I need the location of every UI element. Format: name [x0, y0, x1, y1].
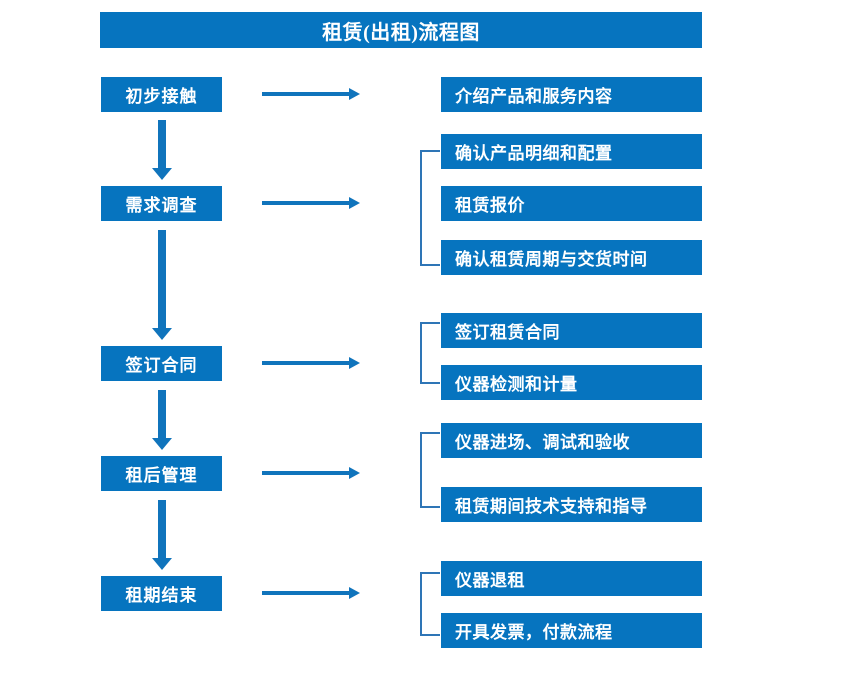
- right-arrow-1-head: [349, 88, 360, 100]
- chart-title: 租赁(出租)流程图: [100, 12, 702, 48]
- stage-box-1[interactable]: 初步接触: [101, 77, 222, 112]
- down-arrow-4: [152, 500, 172, 570]
- group-bracket-2: [420, 150, 440, 266]
- right-arrow-5-shaft: [262, 591, 350, 595]
- down-arrow-4-head: [152, 558, 172, 570]
- detail-box-2[interactable]: 确认产品明细和配置: [441, 134, 702, 169]
- down-arrow-3-shaft: [158, 390, 166, 438]
- right-arrow-3-shaft: [262, 361, 350, 365]
- right-arrow-2-shaft: [262, 201, 350, 205]
- right-arrow-5-head: [349, 587, 360, 599]
- group-bracket-4: [420, 432, 440, 508]
- stage-box-5[interactable]: 租期结束: [101, 576, 222, 611]
- right-arrow-4-head: [349, 467, 360, 479]
- right-arrow-4: [262, 466, 360, 480]
- down-arrow-3: [152, 390, 172, 450]
- group-bracket-3: [420, 322, 440, 384]
- right-arrow-5: [262, 586, 360, 600]
- detail-box-6[interactable]: 仪器检测和计量: [441, 365, 702, 400]
- right-arrow-1-shaft: [262, 92, 350, 96]
- right-arrow-2-head: [349, 197, 360, 209]
- stage-box-2[interactable]: 需求调查: [101, 186, 222, 221]
- detail-box-9[interactable]: 仪器退租: [441, 561, 702, 596]
- detail-box-1[interactable]: 介绍产品和服务内容: [441, 77, 702, 112]
- down-arrow-2: [152, 230, 172, 340]
- right-arrow-3: [262, 356, 360, 370]
- stage-box-3[interactable]: 签订合同: [101, 346, 222, 381]
- detail-box-3[interactable]: 租赁报价: [441, 186, 702, 221]
- detail-box-10[interactable]: 开具发票，付款流程: [441, 613, 702, 648]
- down-arrow-3-head: [152, 438, 172, 450]
- down-arrow-1: [152, 120, 172, 180]
- right-arrow-2: [262, 196, 360, 210]
- right-arrow-3-head: [349, 357, 360, 369]
- detail-box-5[interactable]: 签订租赁合同: [441, 313, 702, 348]
- down-arrow-4-shaft: [158, 500, 166, 558]
- down-arrow-2-head: [152, 328, 172, 340]
- down-arrow-1-shaft: [158, 120, 166, 168]
- stage-box-4[interactable]: 租后管理: [101, 456, 222, 491]
- right-arrow-4-shaft: [262, 471, 350, 475]
- detail-box-7[interactable]: 仪器进场、调试和验收: [441, 423, 702, 458]
- detail-box-4[interactable]: 确认租赁周期与交货时间: [441, 240, 702, 275]
- down-arrow-2-shaft: [158, 230, 166, 328]
- right-arrow-1: [262, 87, 360, 101]
- group-bracket-5: [420, 572, 440, 636]
- detail-box-8[interactable]: 租赁期间技术支持和指导: [441, 487, 702, 522]
- down-arrow-1-head: [152, 168, 172, 180]
